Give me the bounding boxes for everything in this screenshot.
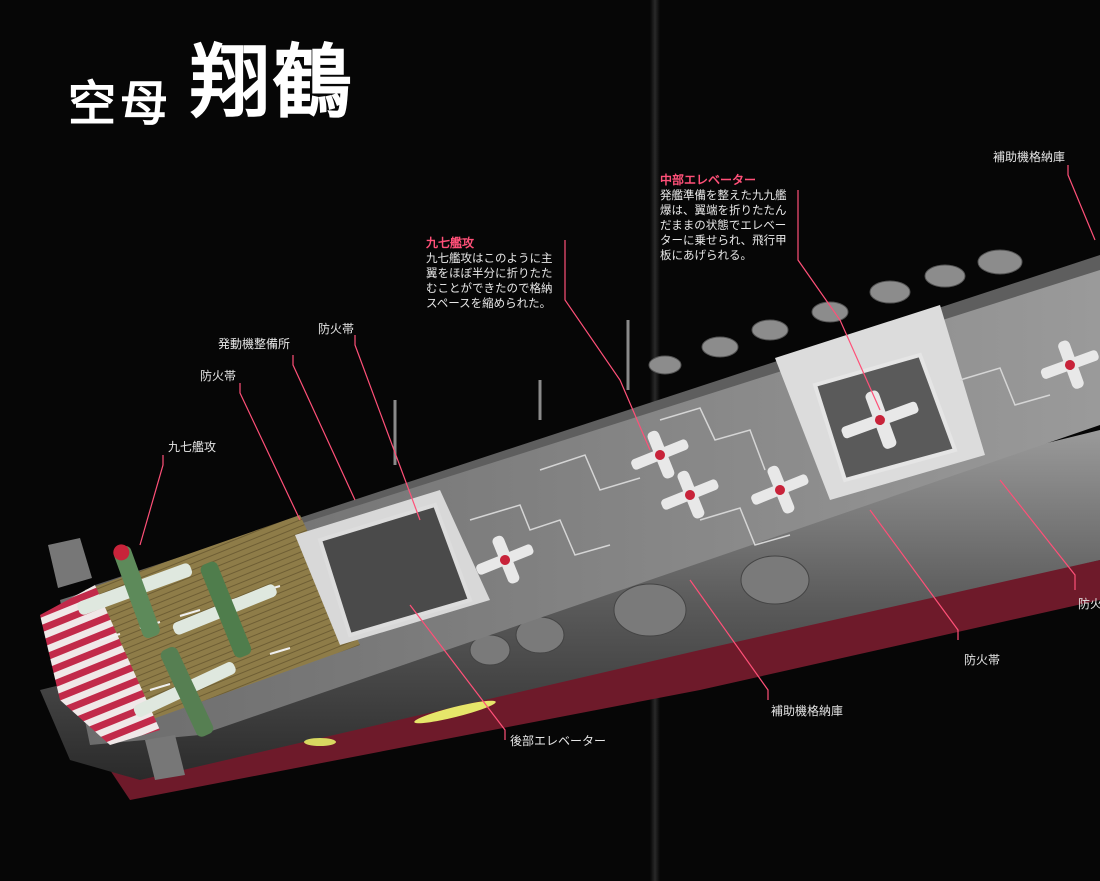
- stern-platform: [48, 538, 92, 588]
- note-mid-elevator-body: 発艦準備を整えた九九艦 爆は、翼端を折りたたん だままの状態でエレベー ターに乗…: [660, 188, 787, 262]
- label-firewall-right: 防火: [1078, 597, 1100, 611]
- title-prefix: 空母: [68, 76, 173, 132]
- lower-hull: [110, 560, 1100, 800]
- label-rear-elevator: 後部エレベーター: [510, 734, 607, 748]
- label-firewall-1: 防火帯: [318, 322, 355, 336]
- label-aux-hangar-bottom: 補助機格納庫: [771, 704, 844, 718]
- note-type97-body: 九七艦攻はこのように主 翼をほぼ半分に折りたた むことができたので格納 スペース…: [426, 251, 553, 310]
- torpedoes: [304, 700, 496, 746]
- label-type97-left: 九七艦攻: [168, 440, 217, 454]
- note-mid-elevator: 中部エレベーター 発艦準備を整えた九九艦 爆は、翼端を折りたたん だままの状態で…: [660, 173, 810, 263]
- stern-stripes: [40, 585, 160, 745]
- note-mid-elevator-head: 中部エレベーター: [660, 173, 757, 187]
- note-type97-head: 九七艦攻: [426, 236, 475, 250]
- label-aux-hangar-top: 補助機格納庫: [993, 150, 1066, 164]
- title-name: 翔鶴: [190, 35, 355, 129]
- hull-blisters: [469, 555, 810, 666]
- label-firewall-bottom: 防火帯: [964, 653, 1001, 667]
- aircraft-hangar: [476, 340, 1099, 584]
- label-firewall-2: 防火帯: [200, 369, 237, 383]
- note-type97: 九七艦攻 九七艦攻はこのように主 翼をほぼ半分に折りたた むことができたので格納…: [426, 236, 576, 311]
- label-engine-shop: 発動機整備所: [218, 337, 291, 351]
- deck-markings: [469, 367, 1051, 556]
- aircraft-stern: [77, 544, 277, 737]
- stern-platform-2: [145, 735, 185, 780]
- rear-elevator-well: [317, 502, 473, 638]
- leader-lines: [139, 165, 1096, 740]
- gun-tubs: [648, 249, 1023, 375]
- page-title: 空母翔鶴: [68, 18, 354, 134]
